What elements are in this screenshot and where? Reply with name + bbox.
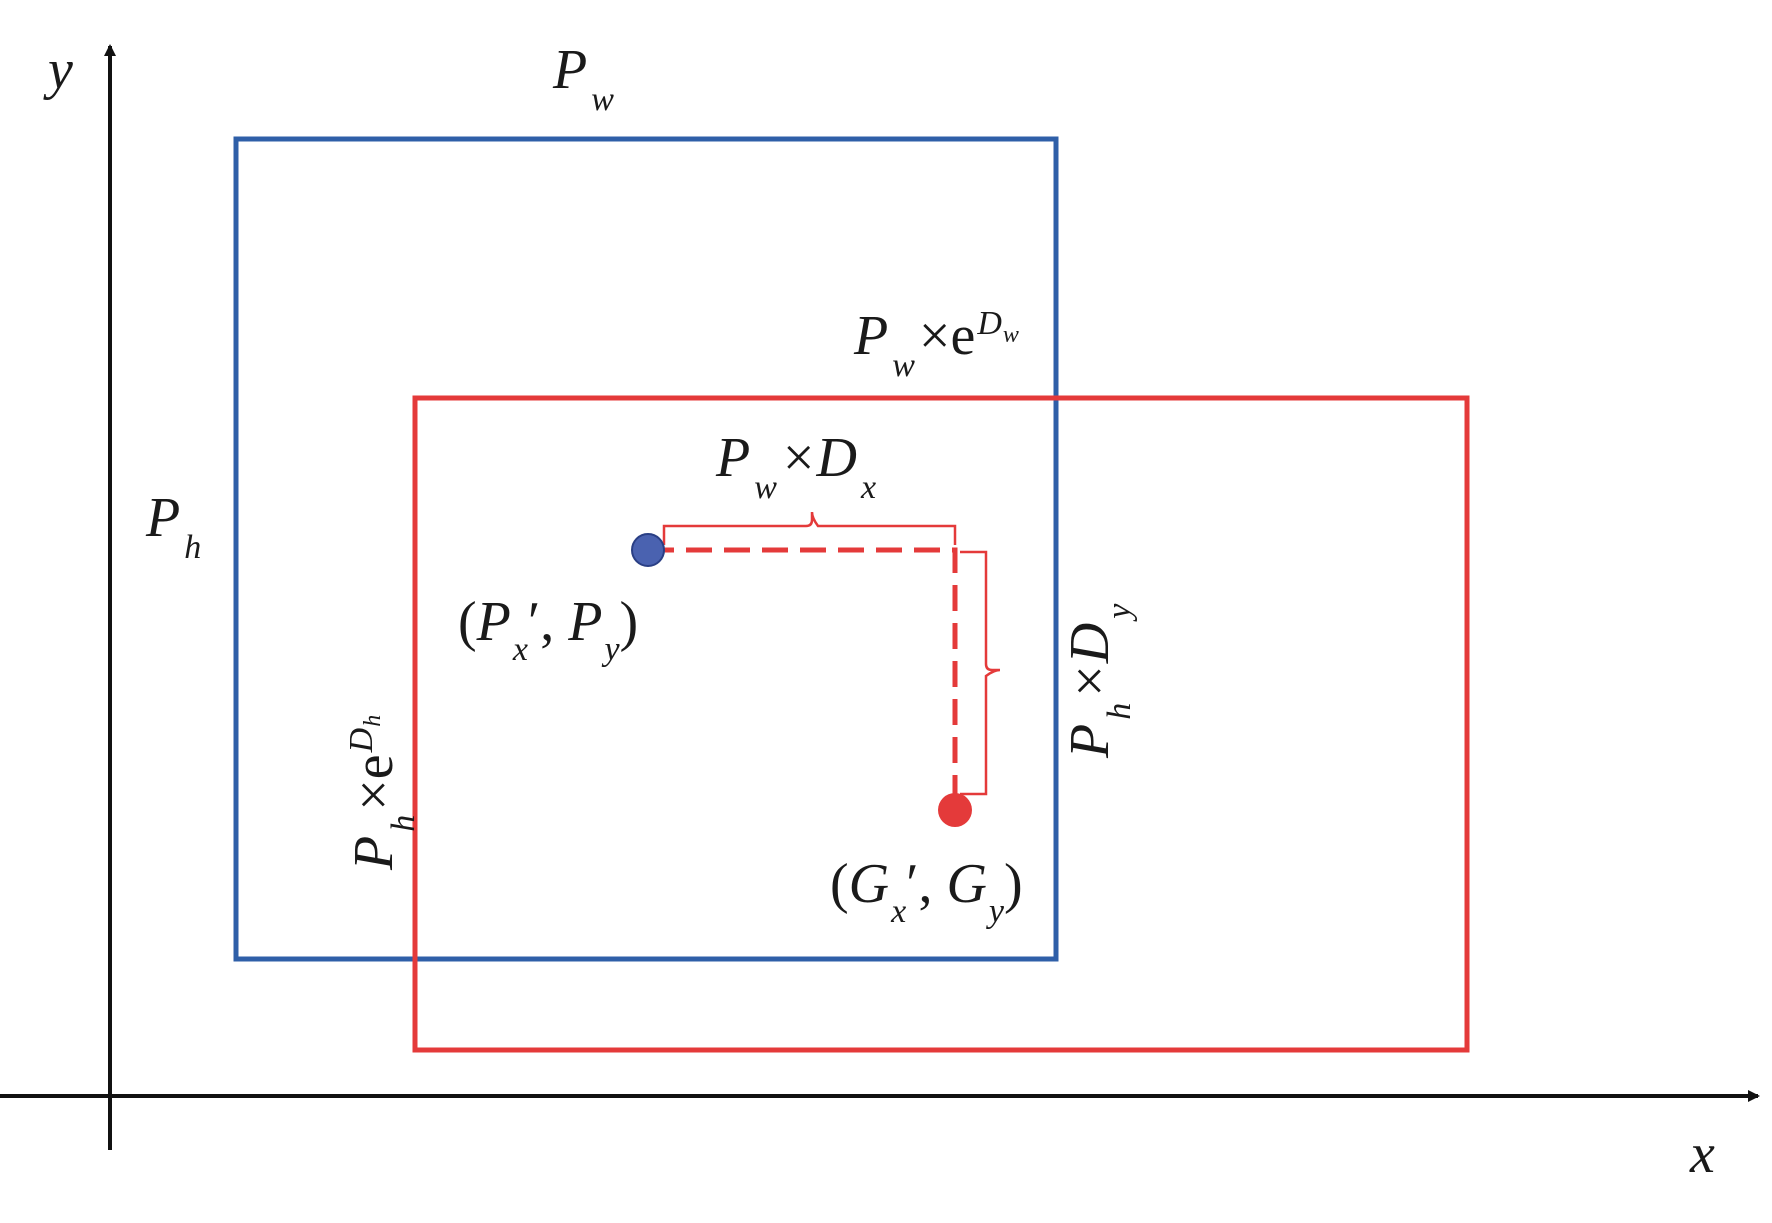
label-predicted-center: (Px′, Py) bbox=[458, 591, 638, 668]
ground-truth-center-point bbox=[938, 793, 972, 827]
label-ground-truth-center: (Gx′, Gy) bbox=[830, 853, 1023, 930]
offset-dashed-path bbox=[648, 547, 958, 808]
dy-brace bbox=[960, 550, 1001, 796]
label-ph-dy: Ph×Dy bbox=[1059, 603, 1138, 759]
predicted-box bbox=[233, 136, 1059, 962]
dx-brace bbox=[662, 511, 957, 545]
y-axis-label: y bbox=[43, 39, 73, 101]
label-ph-exp-dh: Ph×eDh bbox=[343, 715, 422, 871]
ground-truth-box bbox=[412, 395, 1470, 1053]
predicted-center-point bbox=[631, 533, 665, 567]
x-axis-label: x bbox=[1689, 1123, 1715, 1185]
